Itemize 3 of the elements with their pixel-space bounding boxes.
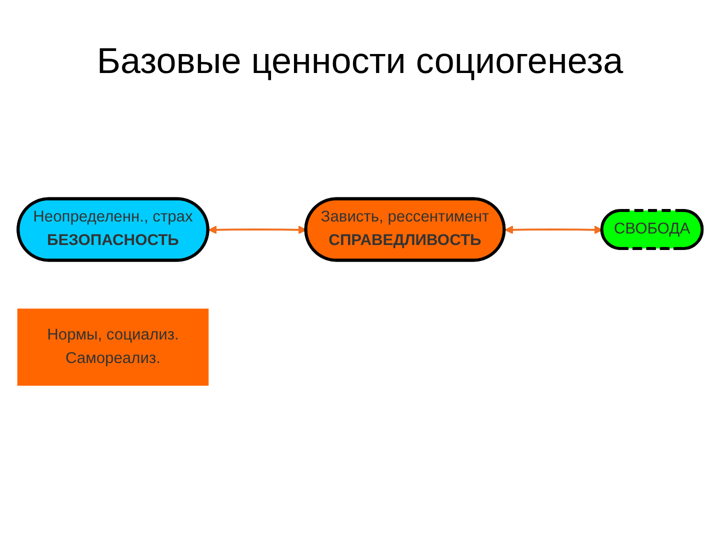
- node-box: Нормы, социализ. Самореализ.: [17, 308, 209, 386]
- title: Базовые ценности социогенеза: [96, 40, 624, 82]
- arrow: [504, 226, 603, 234]
